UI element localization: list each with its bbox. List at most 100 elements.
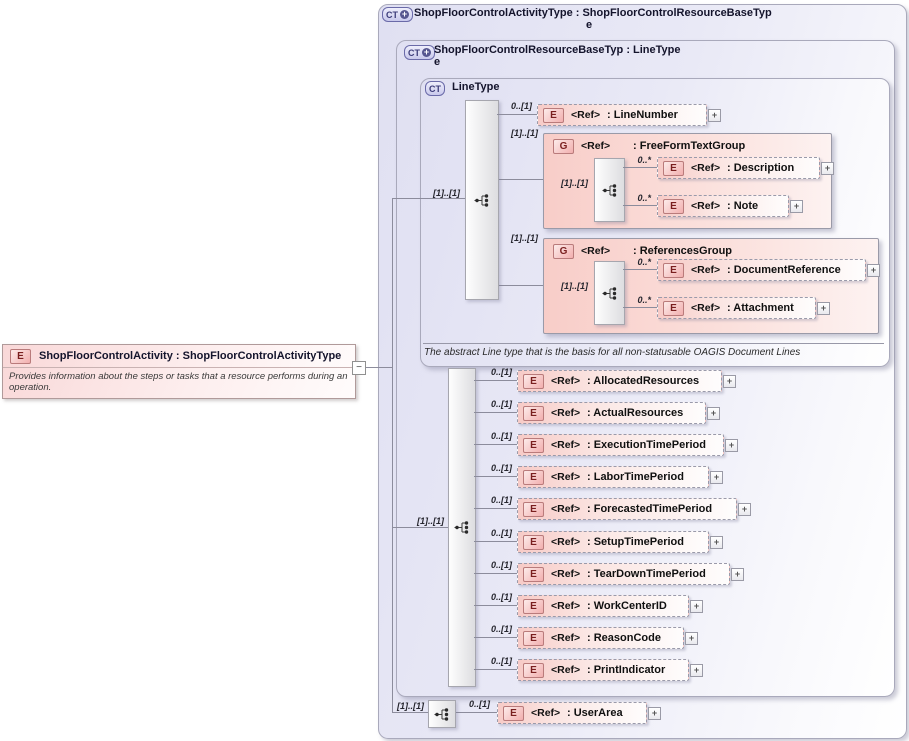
element-row: 0..[1] E <Ref> : WorkCenterID + [0,592,909,617]
element-title: ShopFloorControlActivity : ShopFloorCont… [39,350,342,362]
cardinality-label: 0..* [637,295,651,305]
connector-line [623,205,657,206]
connector-line [392,712,428,713]
element-box-executiontimeperiod[interactable]: E <Ref> : ExecutionTimePeriod [517,434,724,456]
connector-line [474,412,517,413]
sequence-icon [454,521,469,534]
ct-icon-label: CT [429,83,441,94]
annotation-divider [423,343,884,344]
expand-icon[interactable]: + [648,707,661,720]
connector-line [392,527,448,528]
element-ref: <Ref> [551,632,581,644]
expand-icon[interactable]: + [690,600,703,613]
element-ref: <Ref> [551,664,581,676]
group-header: G <Ref> : FreeFormTextGroup [544,134,831,158]
connector-line [454,712,497,713]
element-icon: E [543,107,564,123]
element-ref: <Ref> [551,600,581,612]
element-box-userarea[interactable]: E <Ref> : UserArea [497,702,647,724]
sequence-compositor[interactable] [465,100,499,300]
cardinality-label: 0..[1] [490,624,512,634]
element-name: : WorkCenterID [587,600,667,612]
element-icon: E [663,160,684,176]
element-icon: E [523,373,544,389]
connector-line [474,637,517,638]
expand-icon[interactable]: + [821,162,834,175]
element-icon: E [523,662,544,678]
element-box-note[interactable]: E <Ref> : Note [657,195,789,217]
cardinality-label: 0..* [637,155,651,165]
extension-plus-icon: + [422,47,431,57]
element-icon: E [503,705,524,721]
expand-icon[interactable]: + [708,109,721,122]
connector-line [497,285,543,286]
element-box-allocatedresources[interactable]: E <Ref> : AllocatedResources [517,370,722,392]
element-box-setuptimeperiod[interactable]: E <Ref> : SetupTimePeriod [517,531,709,553]
sequence-compositor[interactable] [428,700,456,728]
sequence-compositor[interactable] [594,158,625,222]
element-icon: E [523,501,544,517]
expand-icon[interactable]: + [690,664,703,677]
collapse-icon[interactable]: − [352,361,366,375]
cardinality-label: 0..[1] [490,560,512,570]
element-box-reasoncode[interactable]: E <Ref> : ReasonCode [517,627,684,649]
expand-icon[interactable]: + [710,536,723,549]
expand-icon[interactable]: + [790,200,803,213]
complextype-icon: CT [425,81,445,96]
expand-icon[interactable]: + [867,264,880,277]
element-box-description[interactable]: E <Ref> : Description [657,157,820,179]
cardinality-label: [1]..[1] [561,281,588,291]
element-box-attachment[interactable]: E <Ref> : Attachment [657,297,816,319]
container-title-resourcebasetype-wrap: e [434,56,441,68]
expand-icon[interactable]: + [707,407,720,420]
element-icon: E [523,534,544,550]
element-ref: <Ref> [551,471,581,483]
element-name: : LaborTimePeriod [587,471,684,483]
element-row: 0..* E <Ref> : DocumentReference + [0,257,909,281]
element-ref: <Ref> [531,707,561,719]
sequence-icon [602,183,616,197]
element-description: Provides information about the steps or … [9,371,348,393]
expand-icon[interactable]: + [723,375,736,388]
connector-line [497,114,537,115]
sequence-compositor[interactable] [448,368,476,687]
element-icon: E [523,630,544,646]
element-row: 0..* E <Ref> : Description + [0,155,909,179]
element-box-linenumber[interactable]: E <Ref> : LineNumber [537,104,707,126]
element-ref: <Ref> [551,407,581,419]
container-title-activitytype: ShopFloorControlActivityType : ShopFloor… [414,7,772,19]
connector-line [364,367,392,368]
element-box-workcenterid[interactable]: E <Ref> : WorkCenterID [517,595,689,617]
expand-icon[interactable]: + [738,503,751,516]
element-name: : ReasonCode [587,632,661,644]
element-name: : ExecutionTimePeriod [587,439,706,451]
element-row: 0..* E <Ref> : Note + [0,193,909,217]
element-box-shopfloorcontrolactivity[interactable]: E ShopFloorControlActivity : ShopFloorCo… [2,344,356,399]
element-row: 0..[1] E <Ref> : TearDownTimePeriod + [0,560,909,585]
element-box-forecastedtimeperiod[interactable]: E <Ref> : ForecastedTimePeriod [517,498,737,520]
expand-icon[interactable]: + [817,302,830,315]
element-row: 0..[1] E <Ref> : PrintIndicator + [0,656,909,681]
expand-icon[interactable]: + [731,568,744,581]
element-box-labortimeperiod[interactable]: E <Ref> : LaborTimePeriod [517,466,709,488]
connector-line [474,573,517,574]
group-name: : FreeFormTextGroup [633,140,746,152]
group-icon: G [553,138,574,154]
expand-icon[interactable]: + [710,471,723,484]
cardinality-label: 0..* [637,193,651,203]
element-row: 0..[1] E <Ref> : LineNumber + [0,101,909,126]
connector-line [623,269,657,270]
element-box-printindicator[interactable]: E <Ref> : PrintIndicator [517,659,689,681]
cardinality-label: [1]..[1] [397,701,424,711]
expand-icon[interactable]: + [685,632,698,645]
element-name: : DocumentReference [727,264,841,276]
connector-line [474,476,517,477]
cardinality-label: [1]..[1] [417,516,444,526]
element-box-actualresources[interactable]: E <Ref> : ActualResources [517,402,706,424]
element-box-teardowntimeperiod[interactable]: E <Ref> : TearDownTimePeriod [517,563,730,585]
element-box-documentreference[interactable]: E <Ref> : DocumentReference [657,259,866,281]
element-icon: E [523,437,544,453]
expand-icon[interactable]: + [725,439,738,452]
sequence-compositor[interactable] [594,261,625,325]
cardinality-label: 0..[1] [490,495,512,505]
